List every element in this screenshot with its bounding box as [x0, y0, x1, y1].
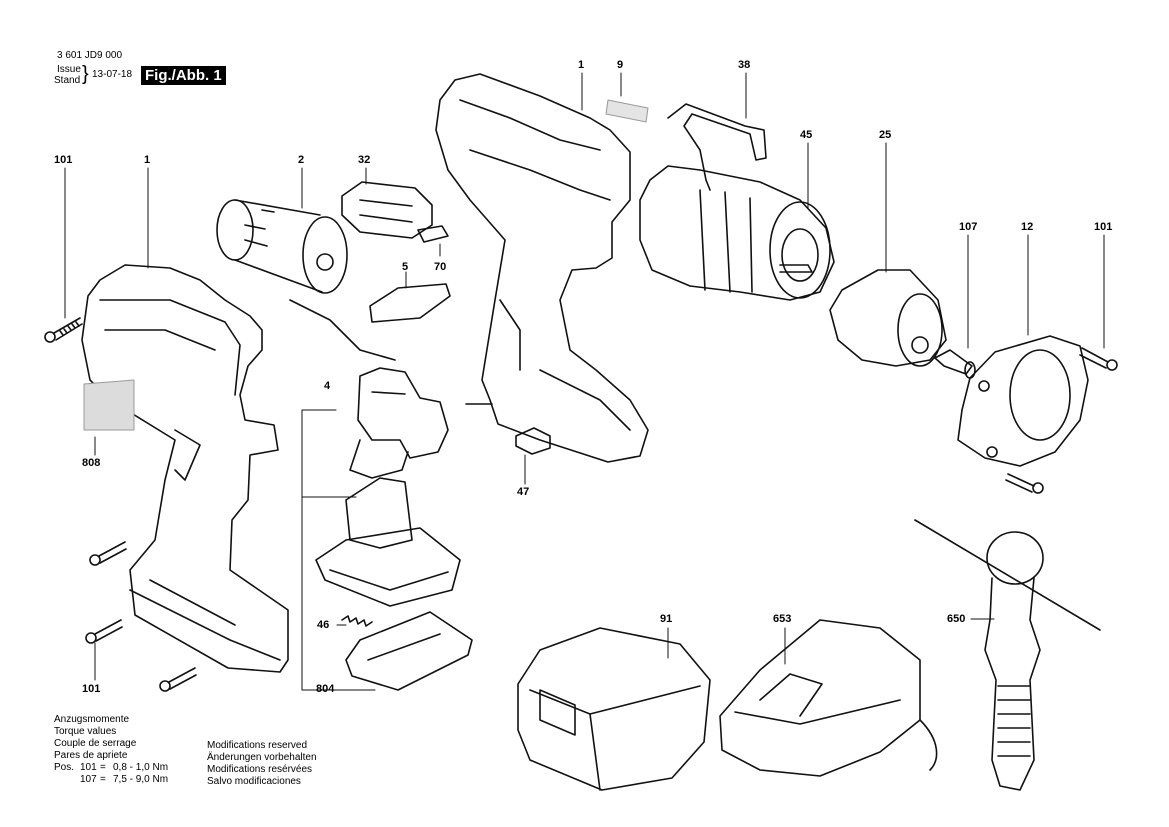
callout-808-plate: 808 [82, 457, 101, 469]
callout-650-handle: 650 [947, 613, 966, 625]
torque-row-pos-101: 101 [80, 762, 97, 773]
switch-4 [349, 367, 449, 479]
torque-line-4: Pares de apriete [54, 750, 128, 761]
equals-sign: = [100, 774, 106, 785]
battery-pack-91 [517, 627, 711, 791]
leader-lines [64, 72, 1105, 691]
gearbox-45 [639, 165, 835, 301]
stand-label: Stand [54, 75, 81, 86]
callout-46-spring: 46 [317, 619, 330, 631]
callout-47-pad: 47 [517, 486, 530, 498]
torque-line-3: Couple de serrage [54, 738, 137, 749]
housing-main-right [435, 73, 649, 463]
callout-653-charger: 653 [773, 613, 792, 625]
callout-70-clip: 70 [434, 261, 447, 273]
modifications-line-4: Salvo modificaciones [207, 776, 301, 787]
clip-70 [417, 225, 449, 243]
modifications-line-3: Modifications resérvées [207, 764, 313, 775]
spring-46 [341, 615, 373, 627]
screw-101-top-left [44, 317, 83, 343]
contact-plate-804 [345, 611, 473, 691]
chuck-25 [829, 269, 947, 367]
callout-2-motor: 2 [298, 154, 305, 166]
callout-4-switch: 4 [324, 380, 331, 392]
torque-row-value-101: 0,8 - 1,0 Nm [113, 762, 169, 773]
callout-101-bottom: 101 [82, 683, 101, 695]
electronics-module [315, 477, 461, 607]
doc-number: 3 601 JD9 000 [57, 50, 123, 61]
side-handle-650 [914, 519, 1101, 791]
torque-pos-label: Pos. [54, 762, 75, 773]
screw-107 [934, 349, 976, 379]
label-9 [605, 99, 649, 123]
screw-101-mid-left [89, 541, 127, 566]
screw-101-bottom-left [85, 619, 123, 644]
callout-101-top-left: 101 [54, 154, 73, 166]
figure-label: Fig./Abb. 1 [141, 66, 226, 85]
plate-808 [83, 379, 135, 431]
callout-91-battery: 91 [660, 613, 673, 625]
callout-38-spring: 38 [738, 59, 751, 71]
callout-101-top-right: 101 [1094, 221, 1113, 233]
issue-label: Issue [57, 64, 81, 75]
callout-9-label: 9 [617, 59, 624, 71]
callout-107-screw: 107 [959, 221, 978, 233]
callout-25-chuck: 25 [879, 129, 892, 141]
spring-38 [667, 103, 767, 191]
callout-45-gearbox: 45 [800, 129, 813, 141]
torque-row-value-107: 7,5 - 9,0 Nm [113, 774, 169, 785]
callout-5-slider: 5 [402, 261, 409, 273]
modifications-line-2: Änderungen vorbehalten [207, 752, 317, 763]
slider-5 [369, 283, 451, 323]
pad-47 [515, 427, 551, 455]
callout-1-housing: 1 [578, 59, 585, 71]
equals-sign: = [100, 762, 106, 773]
callout-32-switch-cap: 32 [358, 154, 371, 166]
switch-cap-32 [341, 181, 433, 239]
callout-1-half-shell: 1 [144, 154, 151, 166]
screw-101-lower-right [1005, 473, 1044, 494]
screw-101-right [1079, 347, 1118, 371]
callout-804-contacts: 804 [316, 683, 335, 695]
modifications-line-1: Modifications reserved [207, 740, 308, 751]
torque-line-2: Torque values [54, 726, 117, 737]
charger-653 [719, 619, 938, 777]
issue-date: 13-07-18 [92, 69, 133, 80]
mounting-ring-12 [957, 335, 1089, 467]
callout-12-ring: 12 [1021, 221, 1034, 233]
torque-line-1: Anzugsmomente [54, 714, 130, 725]
torque-row-pos-107: 107 [80, 774, 97, 785]
brace: } [82, 63, 89, 85]
housing-half-shell-left [81, 264, 289, 673]
motor-2 [216, 199, 396, 361]
screw-101-bottom [159, 667, 197, 692]
